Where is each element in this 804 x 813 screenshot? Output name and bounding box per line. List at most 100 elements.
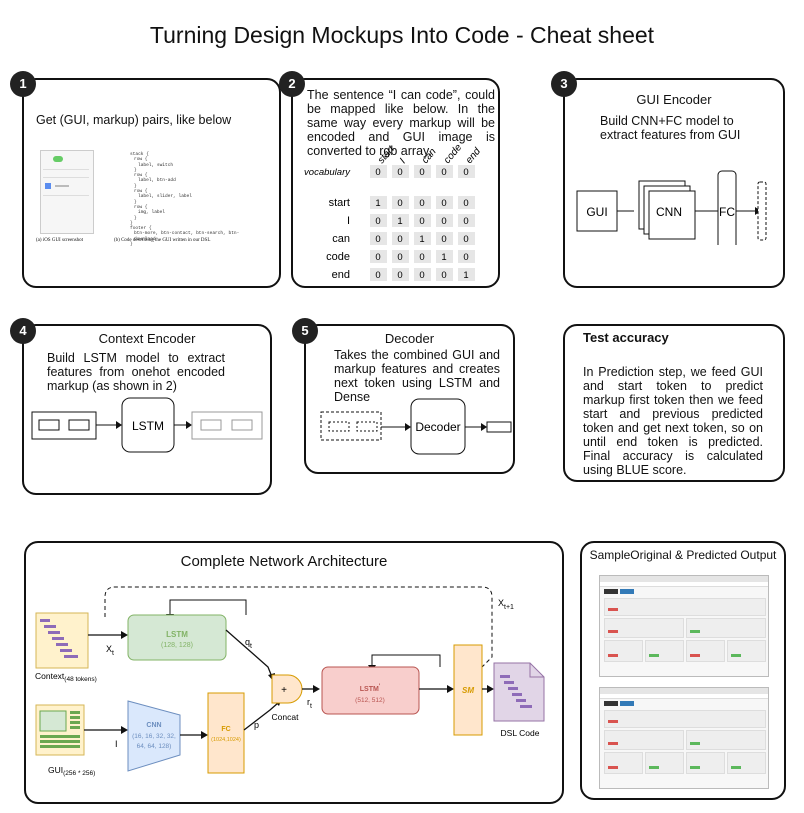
column-header: code: [442, 142, 465, 166]
lstm2-layer-label: LSTM': [360, 684, 381, 693]
decoder-label: Decoder: [415, 420, 460, 434]
table-cell: [370, 165, 387, 178]
cnn-label: CNN: [656, 205, 682, 219]
context-input: [35, 612, 89, 669]
panel-1-text: Get (GUI, markup) pairs, like below: [36, 113, 232, 127]
table-cell: [458, 268, 475, 281]
cell-value: 0: [463, 167, 468, 178]
step-badge-5: 5: [292, 318, 318, 344]
code-line: }: [134, 167, 137, 173]
code-line: stack {: [130, 152, 149, 157]
table-cell: [392, 232, 409, 245]
predicted-output-screenshot: [599, 687, 769, 789]
decoder-diagram: Decoder: [320, 398, 512, 455]
cell-value: 0: [463, 234, 468, 245]
table-cell: [458, 214, 475, 227]
row-label: start: [329, 197, 350, 209]
cell-value: 1: [375, 198, 380, 209]
code-line: }: [130, 220, 133, 226]
cnn-trapezoid: [127, 700, 181, 772]
cnn-trap-label: CNN: [146, 722, 161, 729]
table-cell: [414, 196, 431, 209]
cell-value: 0: [375, 216, 380, 227]
architecture-diagram: Xt+1 Context(48 tokens) Xt LSTM (128, 12…: [35, 586, 545, 777]
svg-text:Xt: Xt: [106, 644, 114, 657]
table-cell: [414, 250, 431, 263]
table-cell: [370, 232, 387, 245]
step-badge-3: 3: [551, 71, 577, 97]
cell-value: 0: [441, 216, 446, 227]
column-header: start: [376, 143, 398, 166]
p-label: p: [254, 720, 259, 730]
gui-image-block: [39, 710, 67, 732]
table-cell: [414, 268, 431, 281]
fc-layer-label: FC: [221, 726, 230, 733]
row-label: end: [332, 269, 350, 281]
code-line: label, switch: [138, 162, 174, 168]
lstm-layer-label: LSTM: [166, 630, 188, 639]
i-label: I: [115, 739, 118, 749]
fc-layer: [207, 692, 245, 774]
code-line: row {: [134, 173, 148, 179]
feedback-loop: [104, 586, 493, 668]
code-line: }: [130, 242, 133, 248]
dsl-document: [493, 662, 545, 722]
next-token-box: [486, 421, 512, 433]
column-header: end: [464, 146, 483, 166]
cell-value: 0: [375, 167, 380, 178]
fc-layer-dims: (1024,1024): [211, 737, 241, 743]
decoder-text: Takes the combined GUI and markup featur…: [334, 348, 500, 404]
context-encoder-heading: Context Encoder: [98, 331, 196, 346]
code-line: footer {: [130, 226, 152, 232]
gui-encoder-text: Build CNN+FC model to extract features f…: [600, 114, 741, 142]
code-line: }: [134, 215, 137, 221]
panel-2-text: The sentence “I can code”, could be mapp…: [307, 88, 495, 158]
code-line: }: [134, 183, 137, 189]
table-cell: [392, 165, 409, 178]
code-line: }: [134, 199, 137, 205]
svg-text:(16, 16, 32, 32,: (16, 16, 32, 32,: [132, 733, 176, 740]
cell-value: 0: [441, 270, 446, 281]
context-encoder-text: Build LSTM model to extract features fro…: [47, 351, 225, 393]
cell-value: 0: [441, 234, 446, 245]
cell-value: 0: [441, 198, 446, 209]
table-cell: [392, 268, 409, 281]
table-cell: [458, 232, 475, 245]
row-label: can: [332, 233, 350, 245]
svg-text:64, 64, 128): 64, 64, 128): [137, 743, 172, 750]
row-label: code: [326, 251, 350, 263]
cell-value: 0: [463, 198, 468, 209]
svg-text:+: +: [281, 685, 287, 696]
row-label: I: [347, 215, 350, 227]
table-cell: [392, 196, 409, 209]
svg-text:rt: rt: [307, 697, 312, 710]
cell-value: 0: [397, 252, 402, 263]
cell-value: 1: [463, 270, 468, 281]
column-header: I: [398, 157, 408, 166]
softmax-layer: [453, 644, 483, 736]
table-cell: [370, 268, 387, 281]
test-accuracy-text: In Prediction step, we feed GUI and star…: [583, 365, 763, 477]
cell-value: 0: [375, 252, 380, 263]
cell-value: 0: [463, 252, 468, 263]
decoder-heading: Decoder: [384, 331, 435, 346]
cell-value: 0: [375, 270, 380, 281]
table-cell: [392, 214, 409, 227]
code-line: btn-more, btn-contact, btn-search, btn-d…: [134, 231, 240, 242]
panel-test-accuracy: [563, 324, 785, 482]
sample-output-heading: SampleOriginal & Predicted Output: [589, 548, 777, 562]
step-badge-4: 4: [10, 318, 36, 344]
caption-right: (b) Code describing the GUI written in o…: [114, 238, 211, 243]
context-label: Context(48 tokens): [35, 671, 97, 683]
cell-value: 0: [419, 252, 424, 263]
table-cell: [436, 214, 453, 227]
gui-encoder-diagram: GUI CNN FC: [576, 170, 767, 245]
cell-value: 1: [397, 216, 402, 227]
dsl-code-sample: stack {row {label, switch}row {label, bt…: [130, 152, 250, 247]
table-cell: [436, 196, 453, 209]
column-header: can: [420, 146, 439, 166]
lstm-layer-dims: (128, 128): [161, 642, 193, 649]
cell-value: 0: [397, 167, 402, 178]
gui-box-label: GUI: [586, 205, 607, 219]
